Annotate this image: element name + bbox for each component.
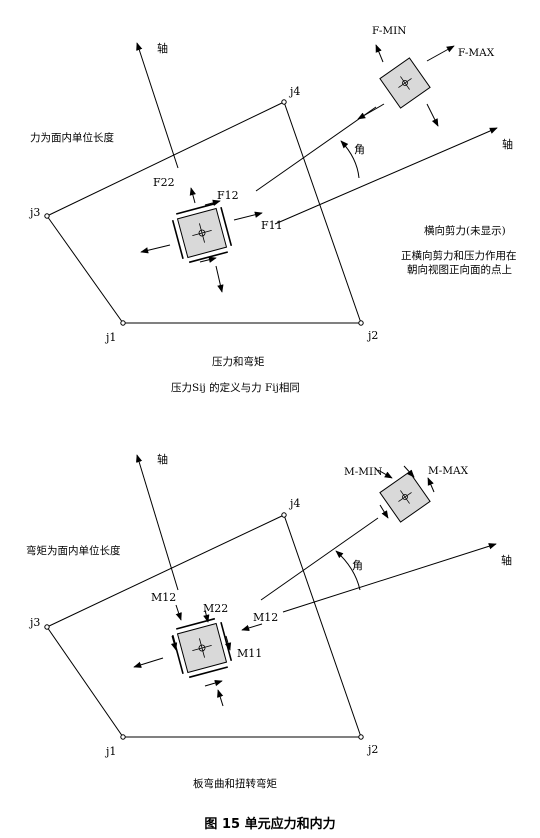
left-side-arrow-b [170,635,178,651]
caption-2: 压力Sij 的定义与力 Fij相同 [171,381,300,394]
axis-label-top: 轴 [157,41,168,55]
local-axis-1-arrow [274,127,498,225]
f22-arrow [189,187,196,204]
node-j1 [120,320,126,326]
figure-caption: 图 15 单元应力和内力 [204,816,335,832]
node-label-j2: j2 [366,329,378,342]
node-j2 [358,320,364,326]
principal-element [379,57,431,109]
m12-right-arrow [241,623,263,631]
fmin-arrow [375,44,384,63]
mmax-arrow [403,465,415,478]
angle-ray [255,106,377,192]
mmin-side-arrow [379,504,389,519]
moment-note: 弯矩为面内单位长度 [26,544,121,557]
fmin-opposite-arrow [426,103,439,127]
mmax-side-arrow [427,477,435,493]
node-label-j3: j3 [28,616,40,629]
node-j4 [281,512,287,518]
f22-opposite-arrow [215,265,224,293]
shear-line-1: 正横向剪力和压力作用在 [401,249,517,262]
mmin-label: M-MIN [344,466,382,478]
angle-ray [260,517,379,601]
local-axis-2-arrow [136,454,179,591]
bottom-side-arrow [204,679,223,687]
m12-left-label: M12 [151,591,176,604]
f11-arrow [233,211,263,221]
diagram-forces: 轴 轴 角 j4 j3 j1 j2 力为面内单位长度 F-MIN F-MAX F… [28,25,517,394]
moment-element [170,616,234,680]
f12-label: F12 [217,189,239,202]
node-label-j1: j1 [104,331,116,344]
fmax-arrow [426,45,455,62]
local-axis-2-arrow [136,42,179,169]
node-j1 [120,734,126,740]
angle-label: 角 [354,143,365,156]
shear-line-2: 朝向视图正向面的点上 [407,263,512,276]
left-side-arrow-a [133,657,164,668]
axis-label-right: 轴 [502,137,513,151]
angle-arc [335,550,361,591]
mmin-arrow [377,469,393,479]
angle-arc [340,140,360,179]
node-j3 [44,624,50,630]
node-label-j3: j3 [28,206,40,219]
fmin-label: F-MIN [372,25,406,37]
f12-opposite-arrow [199,256,217,263]
m22-arrow [203,609,210,623]
f12-arrow [204,199,221,206]
node-label-j2: j2 [366,743,378,756]
node-label-j4: j4 [288,497,300,510]
bottom-arrow [217,689,224,707]
fmax-opposite-arrow [357,103,385,120]
m11-arrow [224,635,232,651]
caption: 板弯曲和扭转弯矩 [193,777,277,790]
m11-label: M11 [237,647,262,660]
axis-label-top: 轴 [157,452,168,466]
principal-moment-element [379,471,431,523]
axis-label-right: 轴 [501,553,512,567]
m22-label: M22 [203,602,228,615]
node-j2 [358,734,364,740]
f22-label: F22 [153,176,175,189]
stress-element [170,201,234,265]
caption-1: 压力和弯矩 [212,355,265,368]
node-label-j4: j4 [288,85,300,98]
shear-title: 横向剪力(未显示) [424,224,506,237]
mmax-label: M-MAX [428,465,469,477]
f11-opposite-arrow [140,244,171,254]
f11-label: F11 [261,219,283,232]
m12-left-arrow [175,604,182,621]
local-axis-1-arrow [282,543,497,613]
node-j3 [44,213,50,219]
node-label-j1: j1 [104,745,116,758]
angle-label: 角 [352,559,363,572]
m12-right-label: M12 [253,611,278,624]
force-note: 力为面内单位长度 [30,131,114,144]
diagram-moments: 轴 轴 角 j4 j3 j1 j2 弯矩为面内单位长度 M-MIN M-MAX … [26,452,512,790]
fmax-label: F-MAX [458,47,495,59]
node-j4 [281,99,287,105]
